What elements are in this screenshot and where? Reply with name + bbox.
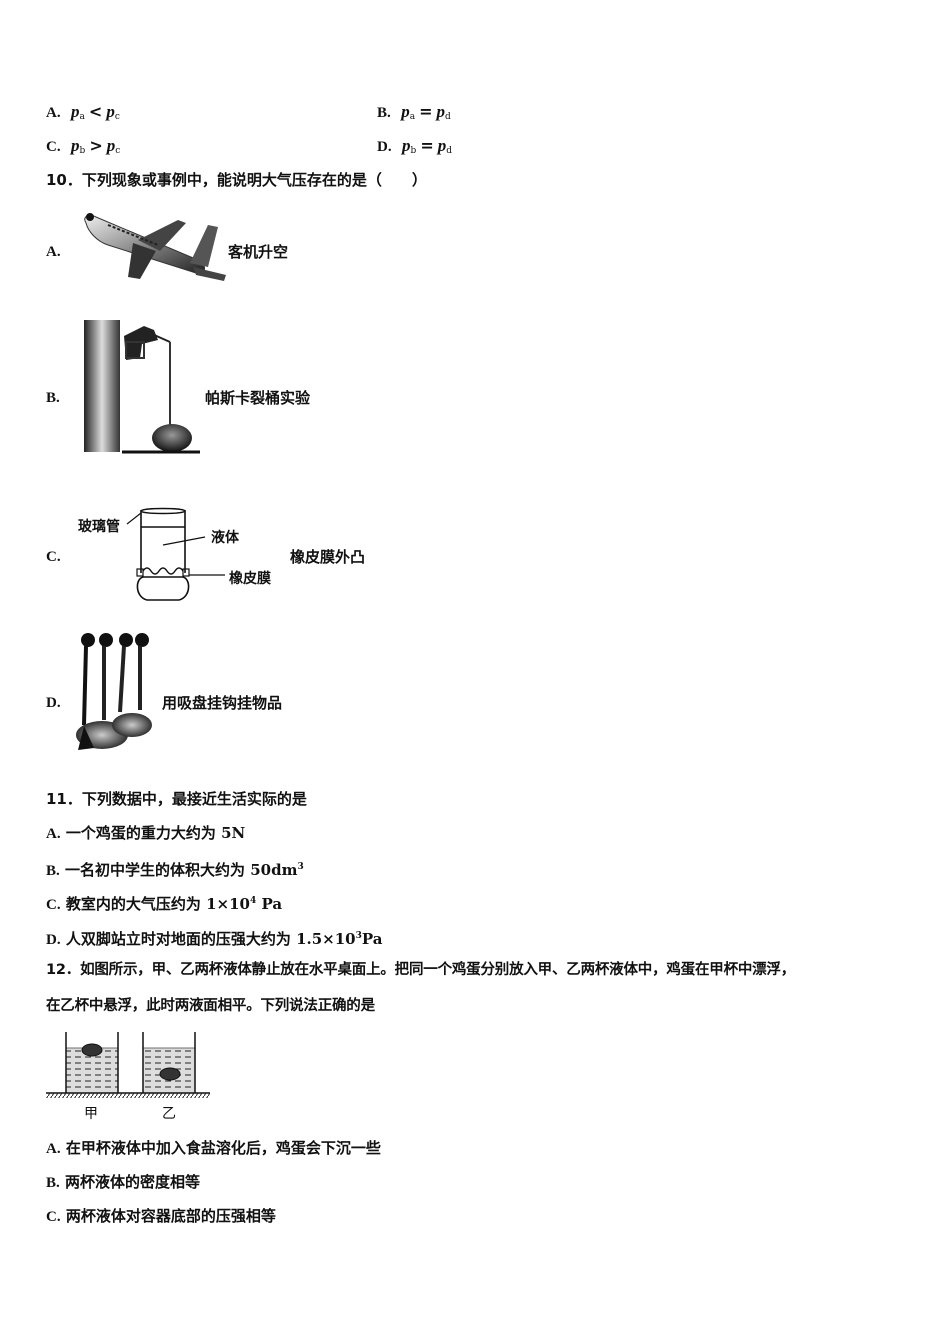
- q10-option-c-text: 橡皮膜外凸: [290, 548, 366, 566]
- q10-stem: 10．下列现象或事例中，能说明大气压存在的是（ ）: [46, 171, 427, 189]
- q11-option-c: C. 教室内的大气压约为 1×104 Pa: [46, 895, 283, 913]
- pascal-barrel-image: [84, 320, 200, 454]
- q10-option-d-label: D.: [46, 695, 61, 711]
- q10-option-b-label: B.: [46, 390, 60, 406]
- q12-stem-line2: 在乙杯中悬浮，此时两液面相平。下列说法正确的是: [46, 998, 375, 1014]
- q9-option-a: A. pa<pc: [46, 102, 120, 122]
- q12-option-a: A. 在甲杯液体中加入食盐溶化后，鸡蛋会下沉一些: [46, 1139, 381, 1157]
- airplane-image: [84, 213, 226, 281]
- q10-option-a-label: A.: [46, 244, 61, 260]
- q9-option-d: D. pb=pd: [377, 136, 452, 156]
- suction-hooks-image: [76, 633, 152, 750]
- q12-option-b: B. 两杯液体的密度相等: [46, 1173, 201, 1191]
- cup-a-label: 甲: [84, 1106, 98, 1122]
- liquid-label: 液体: [211, 530, 239, 546]
- q10-option-d-text: 用吸盘挂钩挂物品: [162, 694, 283, 712]
- q11-option-b: B. 一名初中学生的体积大约为 50dm3: [46, 861, 304, 879]
- glass-tube-diagram: [126, 507, 225, 601]
- q10-option-a-text: 客机升空: [228, 243, 289, 261]
- q10-option-b-text: 帕斯卡裂桶实验: [205, 389, 311, 407]
- q12-option-c: C. 两杯液体对容器底部的压强相等: [46, 1207, 276, 1225]
- two-cups-diagram: [46, 1032, 210, 1098]
- q10-option-c-label: C.: [46, 549, 61, 565]
- q9-option-c: C. pb>pc: [46, 136, 121, 156]
- glass-tube-label: 玻璃管: [78, 519, 120, 535]
- q9-option-b: B. pa=pd: [377, 102, 451, 122]
- rubber-membrane-label: 橡皮膜: [229, 571, 271, 587]
- q12-stem-line1: 12．如图所示，甲、乙两杯液体静止放在水平桌面上。把同一个鸡蛋分别放入甲、乙两杯…: [46, 962, 796, 978]
- q11-option-a: A. 一个鸡蛋的重力大约为 5N: [46, 824, 246, 842]
- cup-b-label: 乙: [162, 1106, 176, 1122]
- q11-option-d: D. 人双脚站立时对地面的压强大约为 1.5×103Pa: [46, 930, 383, 948]
- q11-stem: 11．下列数据中，最接近生活实际的是: [46, 790, 307, 808]
